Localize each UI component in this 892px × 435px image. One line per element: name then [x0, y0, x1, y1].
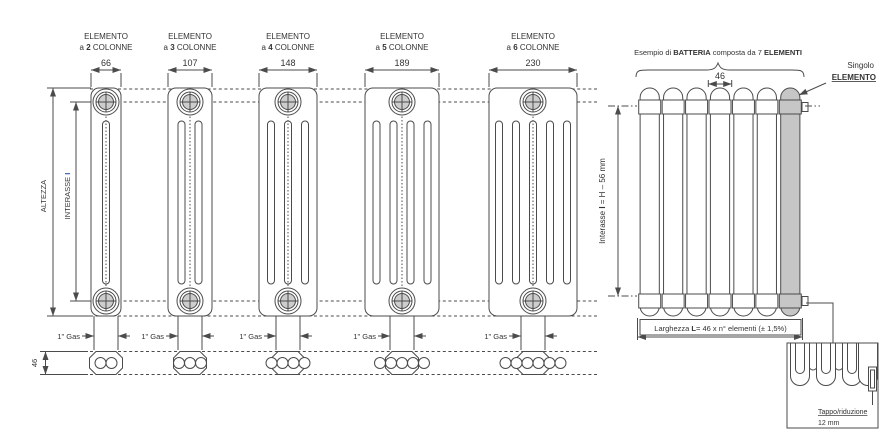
battery-element: [734, 88, 753, 316]
element-1-gas-label: 1" Gas: [57, 332, 80, 341]
element-3-gas-label: 1" Gas: [239, 332, 262, 341]
element-4-gas-label: 1" Gas: [353, 332, 376, 341]
battery-element: [664, 88, 683, 316]
singolo-leader: [799, 83, 826, 95]
element-4-width-label: 189: [394, 58, 409, 68]
battery-element: [757, 88, 776, 316]
singolo-label: Singolo: [847, 61, 874, 70]
element-2-gas-label: 1" Gas: [141, 332, 164, 341]
element-5-colonne-drawing: [365, 67, 439, 375]
element-3-width-label: 148: [280, 58, 295, 68]
tappo-size-label: 12 mm: [818, 420, 840, 427]
battery-end-cap-bottom: [802, 297, 808, 306]
element-5-title-line1: ELEMENTO: [511, 32, 555, 41]
battery-element: [710, 88, 729, 316]
element-2-title-line2: a 3 COLONNE: [164, 43, 217, 52]
battery-drawing: [639, 88, 808, 316]
element-4-colonne-drawing: [259, 67, 317, 375]
element-2-width-label: 107: [182, 58, 197, 68]
battery-interasse-label: Interasse I = H – 56 mm: [598, 158, 607, 244]
tappo-cap: [869, 367, 877, 391]
larghezza-label: Larghezza L= 46 x n° elementi (± 1,5%): [654, 324, 787, 333]
battery-element: [640, 88, 659, 316]
depth-46-label: 46: [30, 359, 39, 367]
element-5-width-label: 230: [525, 58, 540, 68]
element-drawings: [82, 67, 577, 375]
battery-end-cap-top: [802, 103, 808, 112]
element-6-colonne-drawing: [489, 67, 577, 375]
battery-element: [687, 88, 706, 316]
labels: ELEMENTO a 2 COLONNE 66 1" Gas ELEMENTO …: [30, 32, 876, 427]
element-5-title-line2: a 6 COLONNE: [507, 43, 560, 52]
element-2-title-line1: ELEMENTO: [168, 32, 212, 41]
tappo-label: Tappo/riduzione: [818, 409, 868, 416]
element-4-title-line1: ELEMENTO: [380, 32, 424, 41]
element-1-title-line1: ELEMENTO: [84, 32, 128, 41]
interasse-label: INTERASSE I: [63, 173, 72, 220]
element-1-title-line2: a 2 COLONNE: [80, 43, 133, 52]
larghezza-label-box: [640, 320, 801, 336]
battery-caption: Esempio di BATTERIA composta da 7 ELEMEN…: [634, 48, 802, 57]
battery-element-single: [781, 88, 800, 316]
element-1-width-label: 66: [101, 58, 111, 68]
battery-brace: [636, 63, 804, 77]
elemento-label: ELEMENTO: [832, 73, 876, 82]
element-2-colonne-drawing: [82, 67, 130, 375]
left-dimensions: [40, 88, 91, 375]
element-3-title-line2: a 4 COLONNE: [262, 43, 315, 52]
altezza-label: ALTEZZA: [39, 180, 48, 212]
element-4-title-line2: a 5 COLONNE: [376, 43, 429, 52]
element-3-colonne-drawing: [166, 67, 214, 375]
element-5-gas-label: 1" Gas: [484, 332, 507, 341]
element-3-title-line1: ELEMENTO: [266, 32, 310, 41]
detail-connector: [806, 303, 833, 343]
detail-box: [787, 343, 878, 428]
battery-annotations: [608, 63, 833, 343]
battery-pitch-46-label: 46: [715, 71, 725, 81]
